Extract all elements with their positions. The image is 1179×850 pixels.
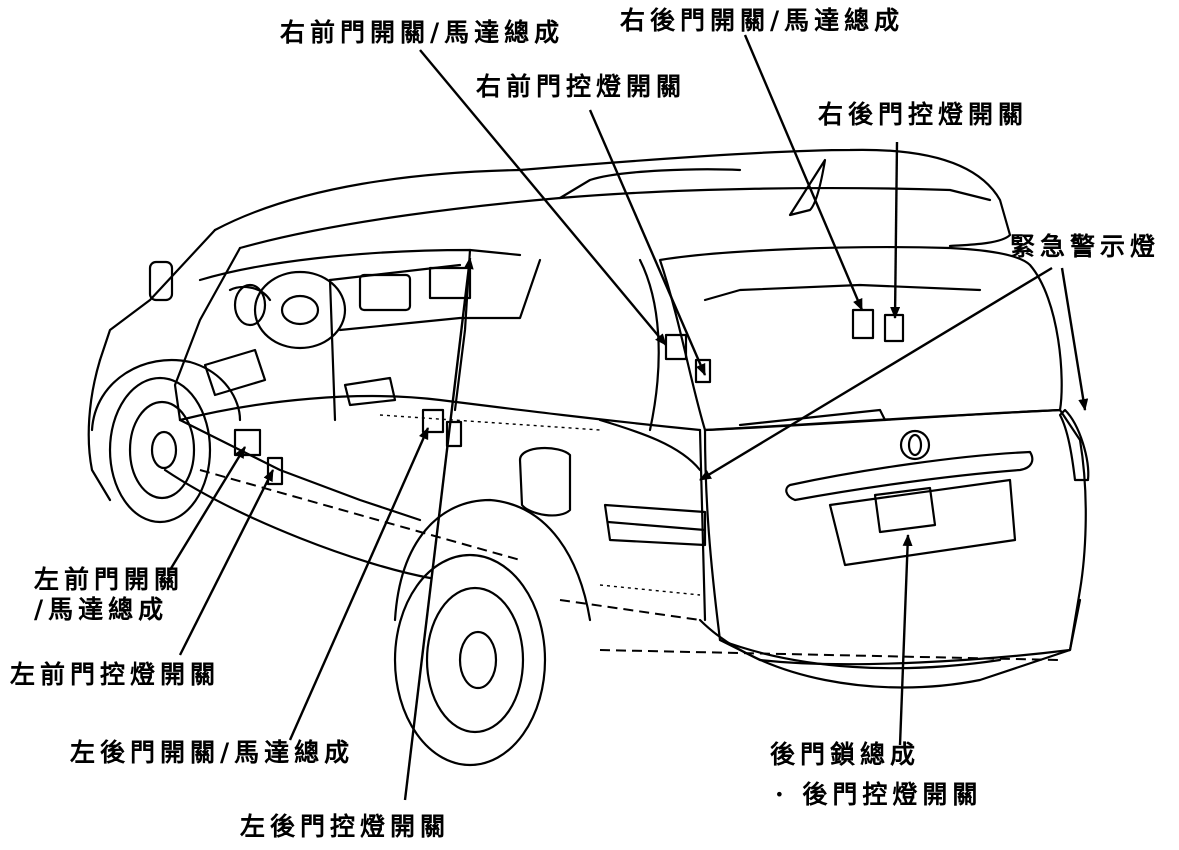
- tailgate: [703, 408, 1087, 666]
- rear-garnish: [785, 450, 1034, 502]
- leader-hazard-a: [699, 266, 1053, 482]
- side-mirror: [148, 260, 174, 302]
- leader-rf-switch-motor: [419, 49, 667, 346]
- front-bumper: [87, 358, 112, 502]
- windshield: [98, 228, 217, 362]
- antenna: [788, 158, 827, 217]
- c-pillar: [638, 258, 660, 432]
- roof-outline: [213, 148, 1012, 248]
- rf-switch-box: [664, 333, 688, 361]
- label-rr-courtesy: 右後門控燈開關: [818, 100, 1029, 129]
- label-lf-switch-motor-line2: /馬達總成: [34, 595, 169, 624]
- label-hazard: 緊急警示燈: [1010, 232, 1161, 261]
- leader-lr-switch-motor: [288, 427, 430, 741]
- label-lf-switch-motor-line1: 左前門開關: [34, 565, 185, 594]
- rocker-panel: [163, 468, 432, 580]
- lr-switch-box: [421, 408, 445, 434]
- label-rf-courtesy: 右前門控燈開關: [476, 72, 687, 101]
- leader-rr-courtesy: [890, 141, 901, 319]
- rear-quarter: [598, 418, 702, 472]
- front-wheel-arch: [90, 358, 242, 432]
- leader-rr-switch-motor: [743, 34, 864, 311]
- label-rf-switch-motor: 右前門開關/馬達總成: [280, 18, 565, 47]
- steering-wheel: [253, 270, 347, 350]
- toyota-emblem: [899, 429, 931, 461]
- label-rr-switch-motor: 右後門開關/馬達總成: [620, 6, 905, 35]
- rear-bumper: [698, 598, 1082, 689]
- rear-lock-handle: [873, 486, 937, 534]
- label-lr-switch-motor: 左後門開關/馬達總成: [70, 738, 355, 767]
- label-lr-courtesy: 左後門控燈開關: [240, 812, 451, 841]
- license-plate-area: [828, 478, 1017, 567]
- rf-courtesy-box: [694, 358, 712, 384]
- leader-back-lock: [898, 534, 913, 746]
- roof-rail: [238, 186, 992, 250]
- lr-courtesy-box: [445, 420, 463, 448]
- right-tail-lamp: [1058, 408, 1090, 482]
- rr-switch-box: [851, 308, 875, 340]
- lf-switch-box: [233, 428, 262, 457]
- fuel-door: [518, 446, 572, 517]
- label-back-lock-line2: · 後門控燈開關: [775, 780, 983, 809]
- rr-courtesy-box: [883, 313, 905, 343]
- left-tail-lamp: [603, 503, 707, 547]
- leader-lf-courtesy: [178, 469, 275, 656]
- leader-lr-courtesy: [403, 257, 474, 801]
- dashboard-top: [198, 248, 522, 282]
- center-display: [358, 273, 412, 312]
- front-wheel: [108, 376, 212, 524]
- rear-wiper: [738, 408, 887, 427]
- rear-wheel: [393, 553, 547, 767]
- label-back-lock-line1: 後門鎖總成: [770, 740, 921, 769]
- label-lf-courtesy: 左前門控燈開關: [10, 660, 221, 689]
- leader-hazard-b: [1060, 267, 1089, 411]
- leader-lf-switch-motor: [168, 446, 247, 571]
- leader-rf-courtesy: [588, 109, 707, 376]
- rear-wheel-arch: [393, 498, 592, 622]
- rear-hatch-glass: [658, 246, 1063, 432]
- roof-inner: [558, 168, 742, 200]
- side-beltline: [178, 395, 702, 432]
